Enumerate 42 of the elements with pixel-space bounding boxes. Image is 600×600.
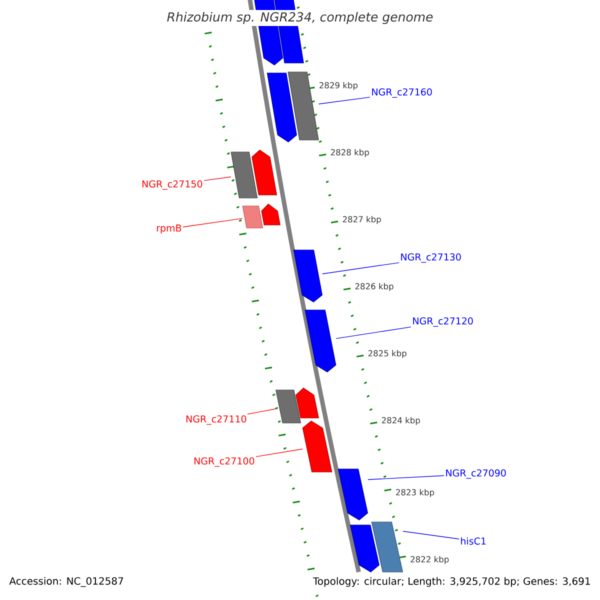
gene-label: NGR_c27090 xyxy=(446,469,506,479)
scale-label: 2827 kbp xyxy=(342,216,381,224)
scale-label: 2829 kbp xyxy=(320,82,358,90)
scale-label: 2825 kbp xyxy=(368,350,406,358)
leader-line xyxy=(368,475,444,480)
accession-text: Accession: NC_012587 xyxy=(8,576,125,588)
gene-feature xyxy=(252,150,278,196)
title: Rhizobium sp. NGR234, complete genome xyxy=(164,10,436,26)
gene-feature xyxy=(288,72,319,140)
gene-label: NGR_c27150 xyxy=(142,180,202,190)
gene-feature xyxy=(266,72,297,142)
scale-label: 2828 kbp xyxy=(330,149,369,158)
leader-line xyxy=(336,326,412,339)
scale-label: 2826 kbp xyxy=(355,283,394,292)
gene-feature xyxy=(338,468,368,520)
leader-line xyxy=(322,262,400,274)
gene-feature xyxy=(242,206,264,228)
leader-line xyxy=(247,408,276,415)
gene-feature xyxy=(304,310,336,372)
leader-line xyxy=(402,530,460,540)
gene-label: NGR_c27160 xyxy=(372,88,432,98)
gene-feature xyxy=(261,204,280,226)
gene-label: NGR_c27120 xyxy=(413,317,473,327)
leader-line xyxy=(318,96,370,104)
scale-label: 2822 kbp xyxy=(410,556,449,564)
scale-label: 2823 kbp xyxy=(396,489,434,498)
leader-line xyxy=(182,218,243,228)
gene-label: NGR_c27110 xyxy=(186,415,246,425)
scale-label: 2824 kbp xyxy=(382,417,420,426)
genome-info-text: Topology: circular; Length: 3,925,702 bp; Genes: 3,691 xyxy=(312,576,592,588)
gene-feature xyxy=(276,390,301,424)
gene-label: NGR_c27100 xyxy=(194,457,254,467)
gene-label: hisC1 xyxy=(461,537,486,545)
gene-feature xyxy=(230,152,258,198)
gene-feature xyxy=(293,250,323,302)
leader-line xyxy=(256,448,303,458)
leader-line xyxy=(204,176,232,181)
gene-label: NGR_c27130 xyxy=(401,253,461,263)
gene-label: rpmB xyxy=(156,224,182,234)
gene-feature xyxy=(371,522,404,572)
gene-feature xyxy=(302,420,332,472)
gene-feature xyxy=(296,388,319,418)
